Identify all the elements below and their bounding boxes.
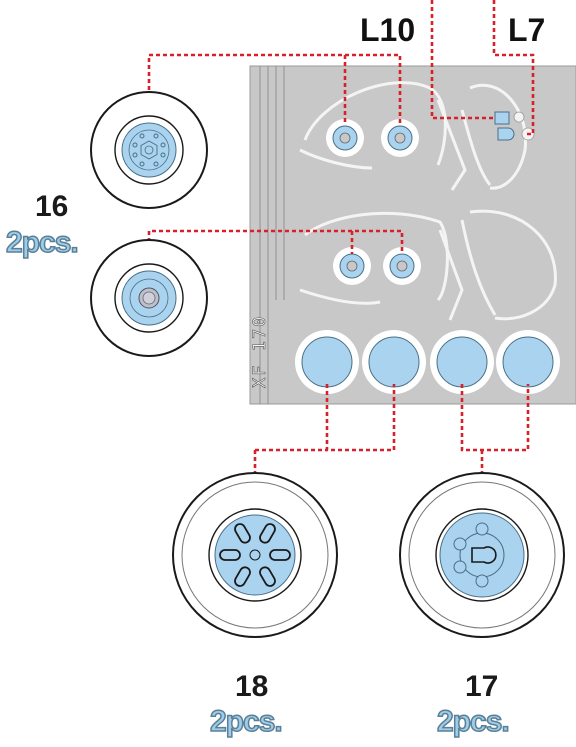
sheet-mask-small-3 [333, 247, 371, 285]
quantity-18: 2pcs. [209, 705, 283, 738]
leader-l7 [492, 0, 535, 136]
wheel-hub-keyhole-icon [453, 522, 505, 588]
sheet-mask-small-1 [326, 119, 364, 157]
sheet-code: XF 170 [250, 314, 271, 388]
canopy-mask-upper [299, 81, 528, 191]
wheel-16-bottom [90, 239, 208, 357]
sheet-mask-large-4 [496, 330, 560, 394]
canopy-mask-lower [299, 209, 557, 321]
wheel-17 [399, 472, 565, 638]
part-number-18: 18 [235, 670, 269, 703]
sheet-mask-small-2 [381, 119, 419, 157]
leader-18 [325, 384, 396, 452]
wheel-18 [172, 472, 338, 638]
sheet-mask-small-4 [383, 247, 421, 285]
sheet-mask-tiny [494, 111, 535, 141]
wheel-hub-spoked-icon [219, 523, 291, 587]
sheet-mask-large-2 [362, 330, 426, 394]
leader-17 [460, 384, 530, 452]
sheet-mask-large-3 [430, 330, 494, 394]
label-l10: L10 [360, 12, 416, 48]
leader-16-bottom [147, 229, 404, 270]
part-number-17: 17 [465, 670, 499, 703]
label-l7: L7 [508, 12, 546, 48]
wheel-16-top [90, 91, 208, 209]
sheet-mask-large-1 [295, 330, 359, 394]
quantity-16: 2pcs. [5, 226, 79, 259]
part-number-16: 16 [35, 190, 69, 223]
quantity-17: 2pcs. [436, 705, 510, 738]
